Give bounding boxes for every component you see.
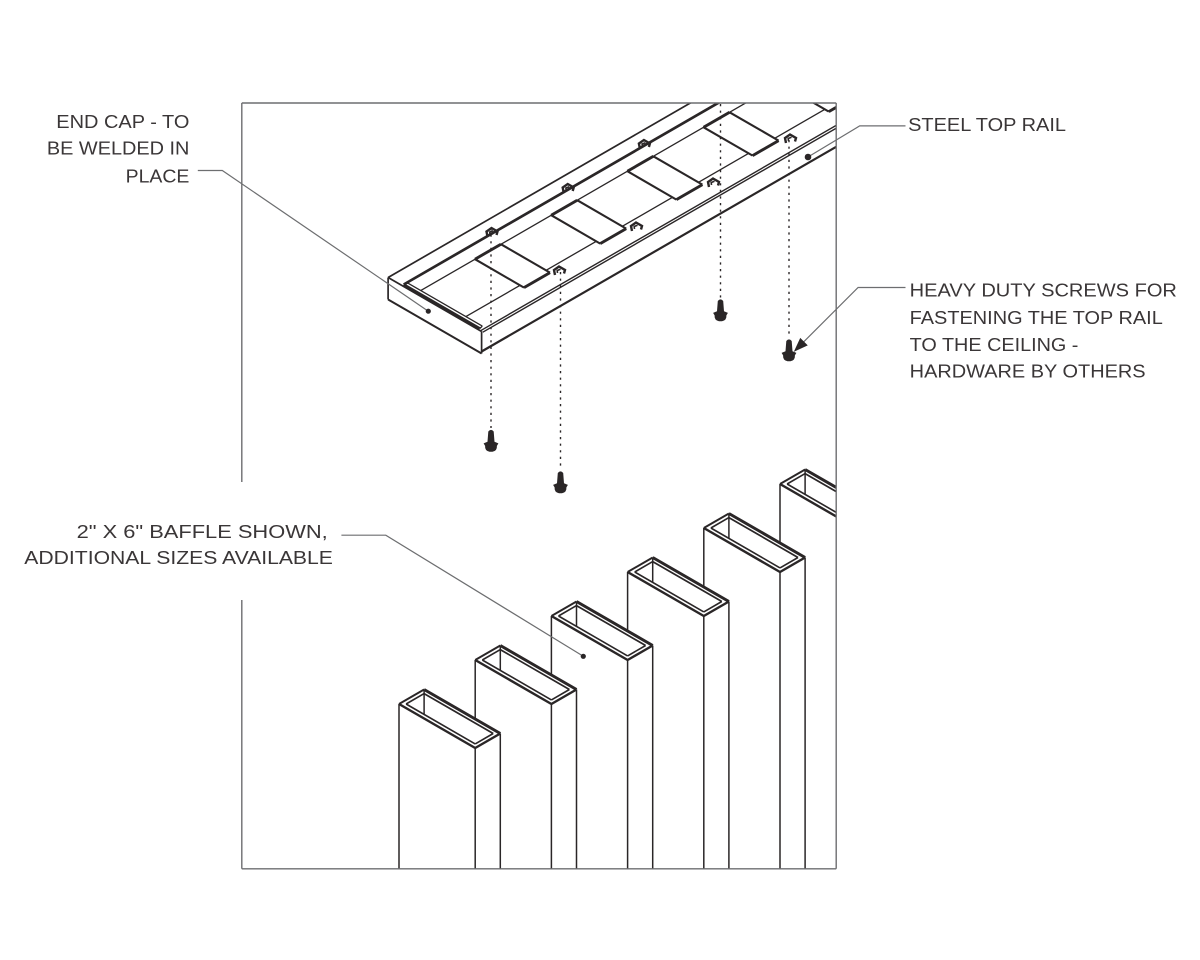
svg-text:PLACE: PLACE — [126, 166, 190, 187]
svg-text:HARDWARE BY OTHERS: HARDWARE BY OTHERS — [910, 360, 1146, 381]
svg-text:ADDITIONAL SIZES AVAILABLE: ADDITIONAL SIZES AVAILABLE — [24, 547, 333, 568]
svg-text:STEEL TOP RAIL: STEEL TOP RAIL — [908, 114, 1066, 135]
svg-text:BE WELDED IN: BE WELDED IN — [47, 138, 190, 159]
svg-text:FASTENING THE TOP RAIL: FASTENING THE TOP RAIL — [910, 307, 1163, 328]
svg-text:END CAP - TO: END CAP - TO — [56, 111, 189, 132]
svg-text:HEAVY DUTY SCREWS FOR: HEAVY DUTY SCREWS FOR — [910, 280, 1177, 301]
svg-text:TO THE CEILING -: TO THE CEILING - — [910, 334, 1079, 355]
svg-text:2" X 6" BAFFLE SHOWN,: 2" X 6" BAFFLE SHOWN, — [77, 521, 328, 542]
